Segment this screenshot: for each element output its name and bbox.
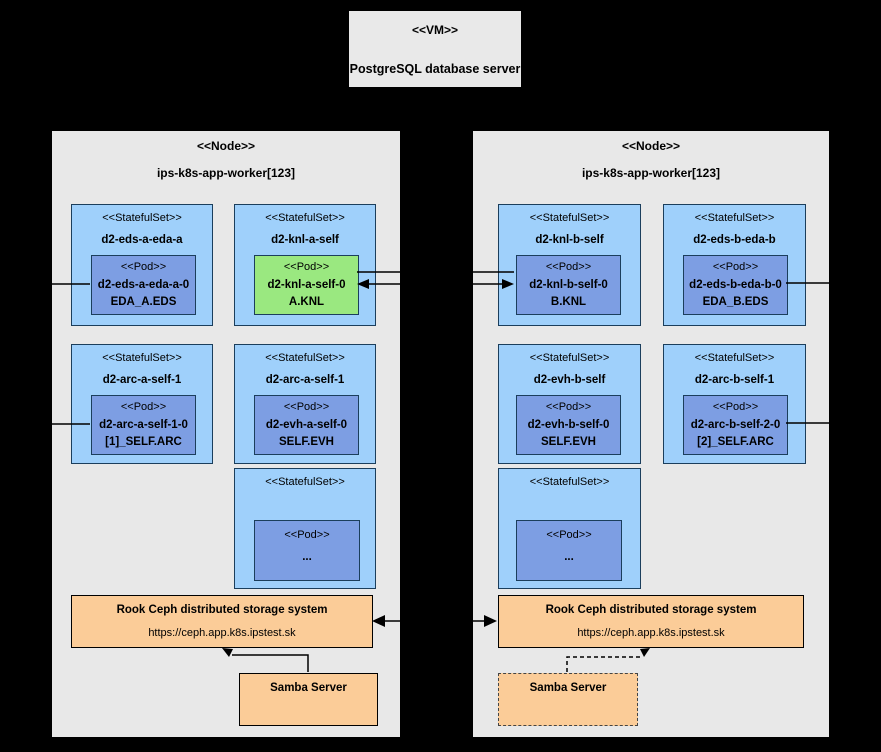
statefulset-a3-stereotype: <<StatefulSet>> <box>102 352 182 364</box>
pod-b4-stereotype: <<Pod>> <box>712 400 759 413</box>
pod-a2-component: A.KNL <box>288 296 325 309</box>
rook-ceph-b-box: Rook Ceph distributed storage system htt… <box>498 595 804 648</box>
node-b-stereotype: <<Node>> <box>621 139 681 153</box>
pod-a2-name: d2-knl-a-self-0 <box>267 278 346 291</box>
node-a-stereotype: <<Node>> <box>196 139 256 153</box>
pod-a3-box: <<Pod>> d2-arc-a-self-1-0 [1]_SELF.ARC <box>91 395 196 455</box>
statefulset-b3-name: d2-evh-b-self <box>533 374 606 386</box>
statefulset-b2-name: d2-eds-b-eda-b <box>693 234 776 246</box>
node-b-name: ips-k8s-app-worker[123] <box>581 166 721 180</box>
pod-a3-name: d2-arc-a-self-1-0 <box>99 418 188 431</box>
pod-a3-component: [1]_SELF.ARC <box>105 436 182 449</box>
rook-ceph-b-title: Rook Ceph distributed storage system <box>545 604 757 616</box>
pod-a4-component: SELF.EVH <box>279 436 334 449</box>
pod-b4-box: <<Pod>> d2-arc-b-self-2-0 [2]_SELF.ARC <box>683 395 788 455</box>
samba-server-a-box: Samba Server <box>239 673 378 726</box>
pod-b2-component: EDA_B.EDS <box>702 296 769 309</box>
statefulset-a1-box: <<StatefulSet>> d2-eds-a-eda-a <<Pod>> d… <box>71 204 213 326</box>
vm-stereotype: <<VM>> <box>411 23 459 37</box>
pod-a2-box: <<Pod>> d2-knl-a-self-0 A.KNL <box>254 255 359 315</box>
statefulset-a1-stereotype: <<StatefulSet>> <box>102 212 182 224</box>
pod-a3-stereotype: <<Pod>> <box>120 400 167 413</box>
statefulset-a3-name: d2-arc-a-self-1 <box>102 374 182 386</box>
pod-a4-stereotype: <<Pod>> <box>283 400 330 413</box>
statefulset-a3-box: <<StatefulSet>> d2-arc-a-self-1 <<Pod>> … <box>71 344 213 464</box>
pod-b1-box: <<Pod>> d2-knl-b-self-0 B.KNL <box>516 255 621 315</box>
statefulset-b3-box: <<StatefulSet>> d2-evh-b-self <<Pod>> d2… <box>498 344 641 464</box>
pod-a1-component: EDA_A.EDS <box>110 296 177 309</box>
pod-a4-name: d2-evh-a-self-0 <box>265 418 348 431</box>
statefulset-b1-name: d2-knl-b-self <box>535 234 604 246</box>
samba-server-b-label: Samba Server <box>529 682 607 694</box>
statefulset-a2-name: d2-knl-a-self <box>271 234 339 246</box>
statefulset-b2-stereotype: <<StatefulSet>> <box>694 212 775 224</box>
pod-b2-name: d2-eds-b-eda-b-0 <box>689 278 782 291</box>
rook-ceph-a-title: Rook Ceph distributed storage system <box>116 604 328 616</box>
statefulset-b1-stereotype: <<StatefulSet>> <box>529 212 610 224</box>
samba-server-a-label: Samba Server <box>270 682 347 694</box>
node-a-box: <<Node>> ips-k8s-app-worker[123] <<State… <box>51 130 401 738</box>
pod-b4-name: d2-arc-b-self-2-0 <box>690 418 781 431</box>
statefulset-a5-box: <<StatefulSet>> <<Pod>> ... <box>234 468 376 589</box>
statefulset-b5-box: <<StatefulSet>> <<Pod>> ... <box>498 468 641 589</box>
samba-server-b-box: Samba Server <box>498 673 638 726</box>
statefulset-b4-box: <<StatefulSet>> d2-arc-b-self-1 <<Pod>> … <box>663 344 806 464</box>
pod-a4-box: <<Pod>> d2-evh-a-self-0 SELF.EVH <box>254 395 359 455</box>
rook-ceph-b-url: https://ceph.app.k8s.ipstest.sk <box>577 627 725 639</box>
pod-b3-name: d2-evh-b-self-0 <box>527 418 610 431</box>
pod-b4-component: [2]_SELF.ARC <box>697 436 774 449</box>
statefulset-b4-name: d2-arc-b-self-1 <box>694 374 775 386</box>
statefulset-a4-name: d2-arc-a-self-1 <box>265 374 345 386</box>
statefulset-a2-stereotype: <<StatefulSet>> <box>265 212 345 224</box>
pod-a2-stereotype: <<Pod>> <box>283 260 330 273</box>
statefulset-a2-box: <<StatefulSet>> d2-knl-a-self <<Pod>> d2… <box>234 204 376 326</box>
vm-box: <<VM>> PostgreSQL database server <box>348 10 522 88</box>
vm-name: PostgreSQL database server <box>349 62 521 76</box>
node-a-name: ips-k8s-app-worker[123] <box>156 166 296 180</box>
pod-b1-component: B.KNL <box>550 296 587 309</box>
statefulset-a4-box: <<StatefulSet>> d2-arc-a-self-1 <<Pod>> … <box>234 344 376 464</box>
pod-b5-stereotype: <<Pod>> <box>546 529 592 542</box>
pod-b1-name: d2-knl-b-self-0 <box>529 278 608 291</box>
statefulset-b4-stereotype: <<StatefulSet>> <box>694 352 775 364</box>
statefulset-a5-stereotype: <<StatefulSet>> <box>265 476 345 488</box>
pod-b3-box: <<Pod>> d2-evh-b-self-0 SELF.EVH <box>516 395 621 455</box>
pod-a1-stereotype: <<Pod>> <box>120 260 167 273</box>
pod-a5-box: <<Pod>> ... <box>254 520 360 581</box>
statefulset-b1-box: <<StatefulSet>> d2-knl-b-self <<Pod>> d2… <box>498 204 641 326</box>
statefulset-b5-stereotype: <<StatefulSet>> <box>529 476 610 488</box>
statefulset-b3-stereotype: <<StatefulSet>> <box>529 352 610 364</box>
pod-b1-stereotype: <<Pod>> <box>545 260 592 273</box>
pod-a1-box: <<Pod>> d2-eds-a-eda-a-0 EDA_A.EDS <box>91 255 196 315</box>
pod-b5-box: <<Pod>> ... <box>516 520 622 581</box>
pod-a5-name: ... <box>302 550 312 563</box>
rook-ceph-a-box: Rook Ceph distributed storage system htt… <box>71 595 373 648</box>
pod-b2-stereotype: <<Pod>> <box>712 260 759 273</box>
pod-a1-name: d2-eds-a-eda-a-0 <box>97 278 190 291</box>
pod-b3-component: SELF.EVH <box>541 436 596 449</box>
statefulset-a4-stereotype: <<StatefulSet>> <box>265 352 345 364</box>
statefulset-a1-name: d2-eds-a-eda-a <box>101 234 183 246</box>
pod-b5-name: ... <box>564 550 574 563</box>
pod-b2-box: <<Pod>> d2-eds-b-eda-b-0 EDA_B.EDS <box>683 255 788 315</box>
pod-a5-stereotype: <<Pod>> <box>284 529 330 542</box>
pod-b3-stereotype: <<Pod>> <box>545 400 592 413</box>
statefulset-b2-box: <<StatefulSet>> d2-eds-b-eda-b <<Pod>> d… <box>663 204 806 326</box>
rook-ceph-a-url: https://ceph.app.k8s.ipstest.sk <box>148 627 296 639</box>
node-b-box: <<Node>> ips-k8s-app-worker[123] <<State… <box>472 130 830 738</box>
